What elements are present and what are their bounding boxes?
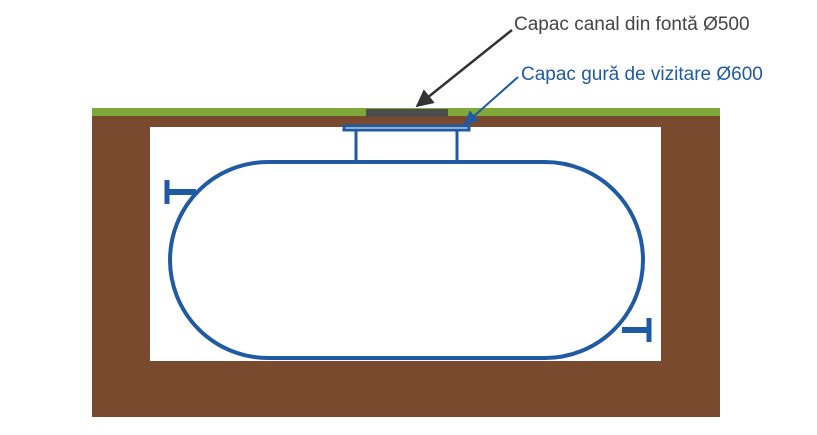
tank-body [168,160,645,360]
arrow-icon [463,76,519,125]
left-nozzle [164,180,196,204]
manhole-cover-label: Capac gură de vizitare Ø600 [521,64,763,85]
manhole-neck [354,128,459,164]
arrow-icon [415,29,513,108]
right-nozzle [622,318,652,342]
cast-iron-cover-label: Capac canal din fontă Ø500 [514,14,750,35]
cast-iron-cover [366,109,448,117]
